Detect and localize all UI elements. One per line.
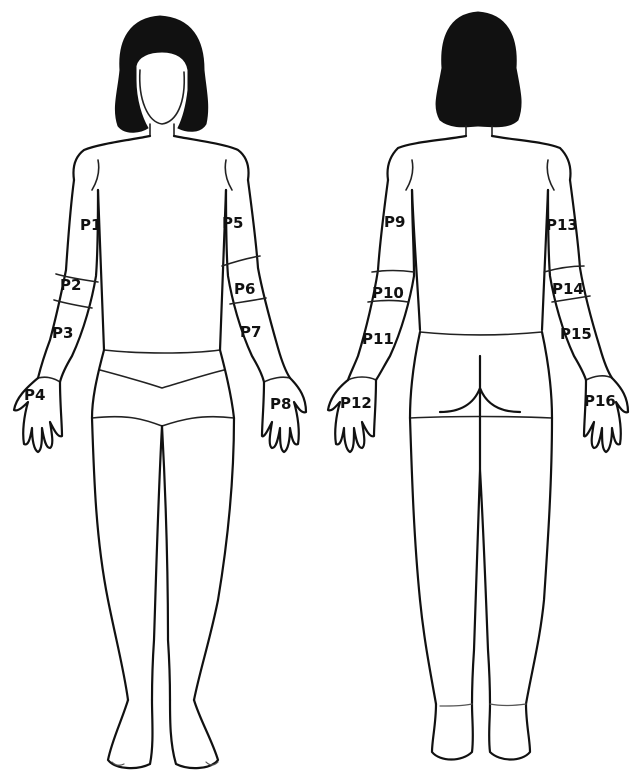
label-p6: P6 xyxy=(234,280,255,298)
label-p8: P8 xyxy=(270,395,291,413)
front-hair xyxy=(115,16,207,132)
back-waistline xyxy=(420,332,542,335)
back-arm-left xyxy=(348,180,414,380)
front-figure xyxy=(14,16,306,768)
label-p7: P7 xyxy=(240,323,261,341)
back-feet xyxy=(432,704,530,760)
label-p3: P3 xyxy=(52,324,73,342)
back-torso xyxy=(387,136,570,180)
front-feet xyxy=(108,700,218,768)
back-spine-line xyxy=(440,356,520,470)
front-waistband xyxy=(100,350,224,388)
label-p12: P12 xyxy=(340,394,372,412)
back-hand-right xyxy=(584,378,628,452)
back-hair xyxy=(436,12,521,127)
label-p13: P13 xyxy=(546,216,578,234)
front-legs xyxy=(92,418,234,700)
back-hand-left xyxy=(328,380,376,452)
label-p2: P2 xyxy=(60,276,81,294)
back-figure xyxy=(328,12,628,760)
front-torso xyxy=(73,136,248,180)
label-p1: P1 xyxy=(80,216,101,234)
label-p14: P14 xyxy=(552,280,584,298)
label-p5: P5 xyxy=(222,214,243,232)
region-labels: P1 P2 P3 P4 P5 P6 P7 P8 P9 P10 P11 P12 P… xyxy=(24,213,616,413)
label-p9: P9 xyxy=(384,213,405,231)
label-p15: P15 xyxy=(560,325,592,343)
front-hand-right xyxy=(262,378,306,452)
front-face xyxy=(140,70,185,124)
label-p10: P10 xyxy=(372,284,404,302)
label-p11: P11 xyxy=(362,330,394,348)
front-shorts xyxy=(92,350,234,418)
label-p16: P16 xyxy=(584,392,616,410)
label-p4: P4 xyxy=(24,386,45,404)
